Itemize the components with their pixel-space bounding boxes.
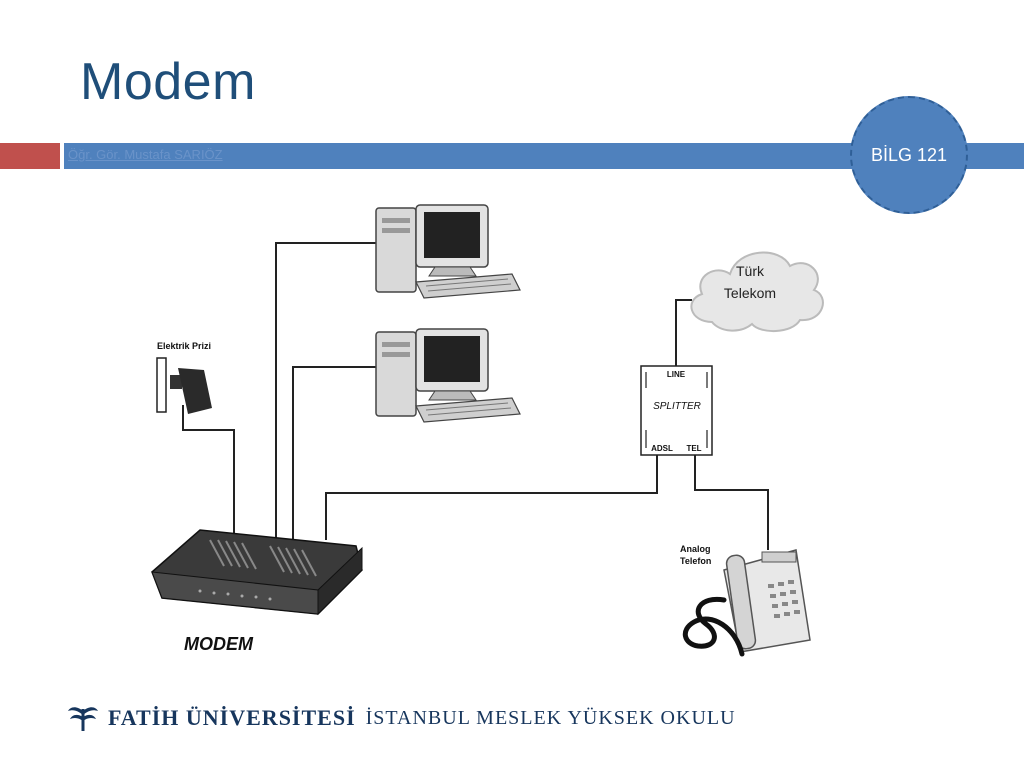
footer-school: İSTANBUL MESLEK YÜKSEK OKULU: [365, 706, 736, 729]
cable-modem-pc2: [292, 366, 383, 540]
cable-power: [182, 405, 235, 540]
network-diagram: Elektrik Prizi Türk Telekom LINE SPLITTE…: [151, 204, 824, 657]
splitter-line-label: LINE: [667, 370, 686, 379]
cable-modem-splitter: [325, 455, 658, 540]
cloud-label-line1: Türk: [736, 263, 765, 279]
university-logo-icon: [68, 707, 98, 731]
cable-lines: [182, 242, 769, 550]
modem-icon: [151, 529, 363, 616]
author-link[interactable]: Öğr. Gör. Mustafa SARIÖZ: [68, 147, 223, 162]
power-outlet-label: Elektrik Prizi: [157, 341, 211, 351]
cloud-label-line2: Telekom: [724, 285, 776, 301]
splitter-box: [640, 365, 713, 456]
splitter-name-label: SPLITTER: [653, 401, 701, 412]
computer-icon-1: [375, 204, 521, 299]
power-outlet-icon: [156, 357, 212, 414]
footer: FATİH ÜNİVERSİTESİ İSTANBUL MESLEK YÜKSE…: [66, 700, 736, 736]
cable-modem-pc1: [275, 242, 383, 540]
cable-splitter-cloud: [675, 299, 692, 366]
phone-label-line2: Telefon: [680, 556, 711, 566]
cloud-icon: [690, 251, 824, 332]
computer-icon-2: [375, 328, 521, 423]
splitter-adsl-label: ADSL: [651, 444, 673, 453]
slide-title: Modem: [80, 53, 256, 111]
footer-university: FATİH ÜNİVERSİTESİ: [108, 705, 356, 730]
course-badge: BİLG 121: [850, 96, 968, 214]
accent-band-red: [0, 143, 60, 169]
course-badge-label: BİLG 121: [870, 144, 948, 165]
telephone-icon: [682, 549, 811, 657]
modem-label: MODEM: [184, 634, 254, 654]
splitter-tel-label: TEL: [686, 444, 701, 453]
cable-splitter-phone: [694, 455, 769, 550]
phone-label-line1: Analog: [680, 544, 711, 554]
